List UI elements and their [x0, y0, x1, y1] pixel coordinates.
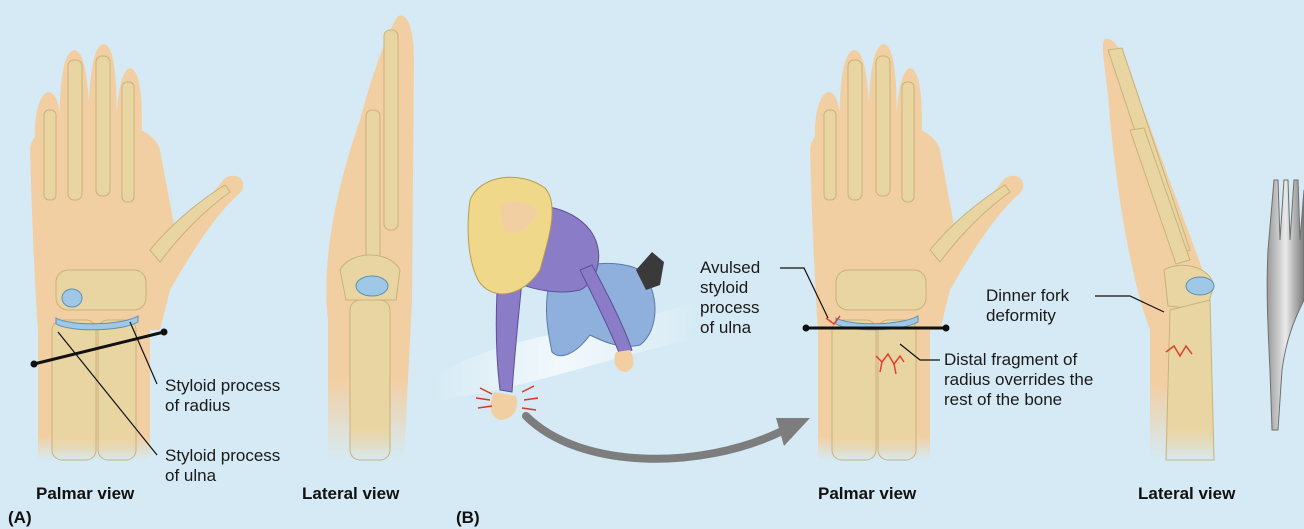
lateral-hand-a	[326, 15, 414, 460]
styloid-radius-line1: Styloid process	[165, 376, 280, 396]
distal-fragment-line1: Distal fragment of	[944, 350, 1093, 370]
avulsed-line4: of ulna	[700, 318, 760, 338]
fork-icon	[1267, 180, 1304, 430]
lateral-view-label-a: Lateral view	[302, 484, 399, 504]
panel-label-b: (B)	[456, 508, 480, 528]
styloid-radius-line2: of radius	[165, 396, 280, 416]
dinner-fork-line2: deformity	[986, 306, 1069, 326]
avulsed-line3: process	[700, 298, 760, 318]
palmar-view-label-b: Palmar view	[818, 484, 916, 504]
palmar-view-label-a: Palmar view	[36, 484, 134, 504]
panel-label-a: (A)	[8, 508, 32, 528]
distal-fragment-line2: radius overrides the	[944, 370, 1093, 390]
dinner-fork-line1: Dinner fork	[986, 286, 1069, 306]
lateral-hand-b	[1103, 39, 1214, 460]
dinner-fork-label: Dinner fork deformity	[986, 286, 1069, 326]
styloid-ulna-label: Styloid process of ulna	[165, 446, 280, 486]
styloid-ulna-line1: Styloid process	[165, 446, 280, 466]
distal-fragment-line3: rest of the bone	[944, 390, 1093, 410]
fall-arrow-icon	[526, 416, 810, 459]
avulsed-line1: Avulsed	[700, 258, 760, 278]
falling-woman	[430, 177, 700, 420]
avulsed-styloid-label: Avulsed styloid process of ulna	[700, 258, 760, 338]
lateral-view-label-b: Lateral view	[1138, 484, 1235, 504]
avulsed-line2: styloid	[700, 278, 760, 298]
distal-fragment-label: Distal fragment of radius overrides the …	[944, 350, 1093, 410]
styloid-ulna-line2: of ulna	[165, 466, 280, 486]
styloid-radius-label: Styloid process of radius	[165, 376, 280, 416]
